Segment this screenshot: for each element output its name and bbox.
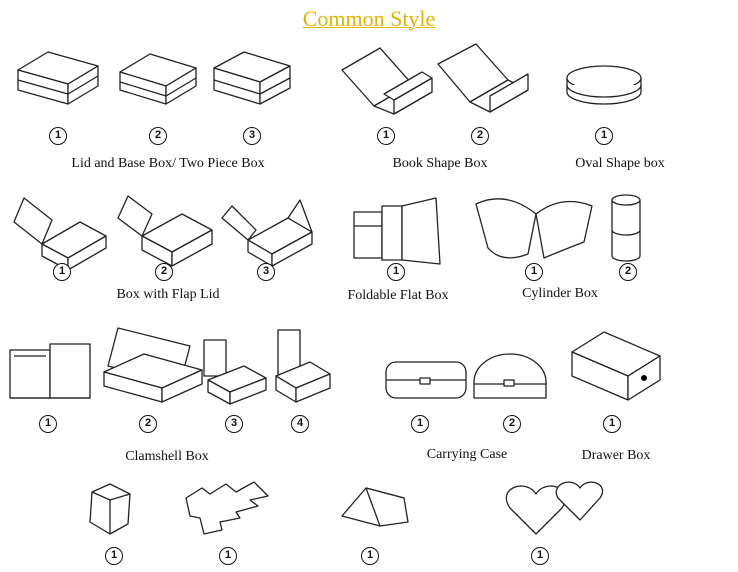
book-box-2-illustration xyxy=(437,43,529,113)
number-badge: 1 xyxy=(411,415,429,433)
flap-box-1-illustration xyxy=(13,197,107,271)
number-badge: 1 xyxy=(39,415,57,433)
number-badge: 1 xyxy=(531,547,549,565)
lid-base-box-3-illustration xyxy=(213,51,291,105)
clamshell-box-2-illustration xyxy=(103,327,203,403)
oval-box-illustration xyxy=(566,65,642,105)
number-badge: 1 xyxy=(49,127,67,145)
number-badge: 1 xyxy=(105,547,123,565)
label-foldable-flat-box: Foldable Flat Box xyxy=(347,288,449,303)
number-badge: 2 xyxy=(503,415,521,433)
number-badge: 1 xyxy=(387,263,405,281)
label-drawer-box: Drawer Box xyxy=(581,448,651,463)
label-carrying-case: Carrying Case xyxy=(426,447,508,462)
flap-box-2-illustration xyxy=(117,195,213,267)
number-badge: 1 xyxy=(219,547,237,565)
number-badge: 2 xyxy=(139,415,157,433)
number-badge: 1 xyxy=(361,547,379,565)
label-book-shape-box: Book Shape Box xyxy=(392,156,488,171)
number-badge: 3 xyxy=(225,415,243,433)
number-badge: 1 xyxy=(53,263,71,281)
number-badge: 3 xyxy=(257,263,275,281)
number-badge: 3 xyxy=(243,127,261,145)
number-badge: 2 xyxy=(619,263,637,281)
lid-base-box-2-illustration xyxy=(119,53,197,105)
clamshell-box-1-illustration xyxy=(9,343,91,399)
label-lid-base-box: Lid and Base Box/ Two Piece Box xyxy=(71,156,265,171)
curved-box-illustration xyxy=(475,198,593,259)
number-badge: 1 xyxy=(603,415,621,433)
tree-box-illustration xyxy=(185,481,269,535)
number-badge: 1 xyxy=(595,127,613,145)
cylinder-box-illustration xyxy=(611,194,641,262)
number-badge: 4 xyxy=(291,415,309,433)
label-oval-shape-box: Oval Shape box xyxy=(575,156,665,171)
clamshell-box-3-illustration xyxy=(203,339,267,405)
number-badge: 2 xyxy=(471,127,489,145)
flap-box-3-illustration xyxy=(221,199,313,267)
label-cylinder-box: Cylinder Box xyxy=(522,286,598,301)
foldable-flat-box-illustration xyxy=(353,197,441,265)
heart-box-illustration xyxy=(505,481,603,535)
number-badge: 2 xyxy=(155,263,173,281)
drawer-box-illustration xyxy=(571,331,661,401)
book-box-1-illustration xyxy=(341,47,433,115)
number-badge: 1 xyxy=(525,263,543,281)
page-title: Common Style xyxy=(302,6,436,31)
clamshell-box-4-illustration xyxy=(275,329,331,403)
lid-base-box-1-illustration xyxy=(17,51,99,105)
label-clamshell-box: Clamshell Box xyxy=(125,449,209,464)
label-flap-lid-box: Box with Flap Lid xyxy=(116,287,220,302)
number-badge: 2 xyxy=(149,127,167,145)
hexagon-box-illustration xyxy=(89,483,131,535)
triangle-box-illustration xyxy=(341,487,409,527)
number-badge: 1 xyxy=(377,127,395,145)
carrying-case-1-illustration xyxy=(385,361,467,399)
carrying-case-2-illustration xyxy=(473,353,547,399)
